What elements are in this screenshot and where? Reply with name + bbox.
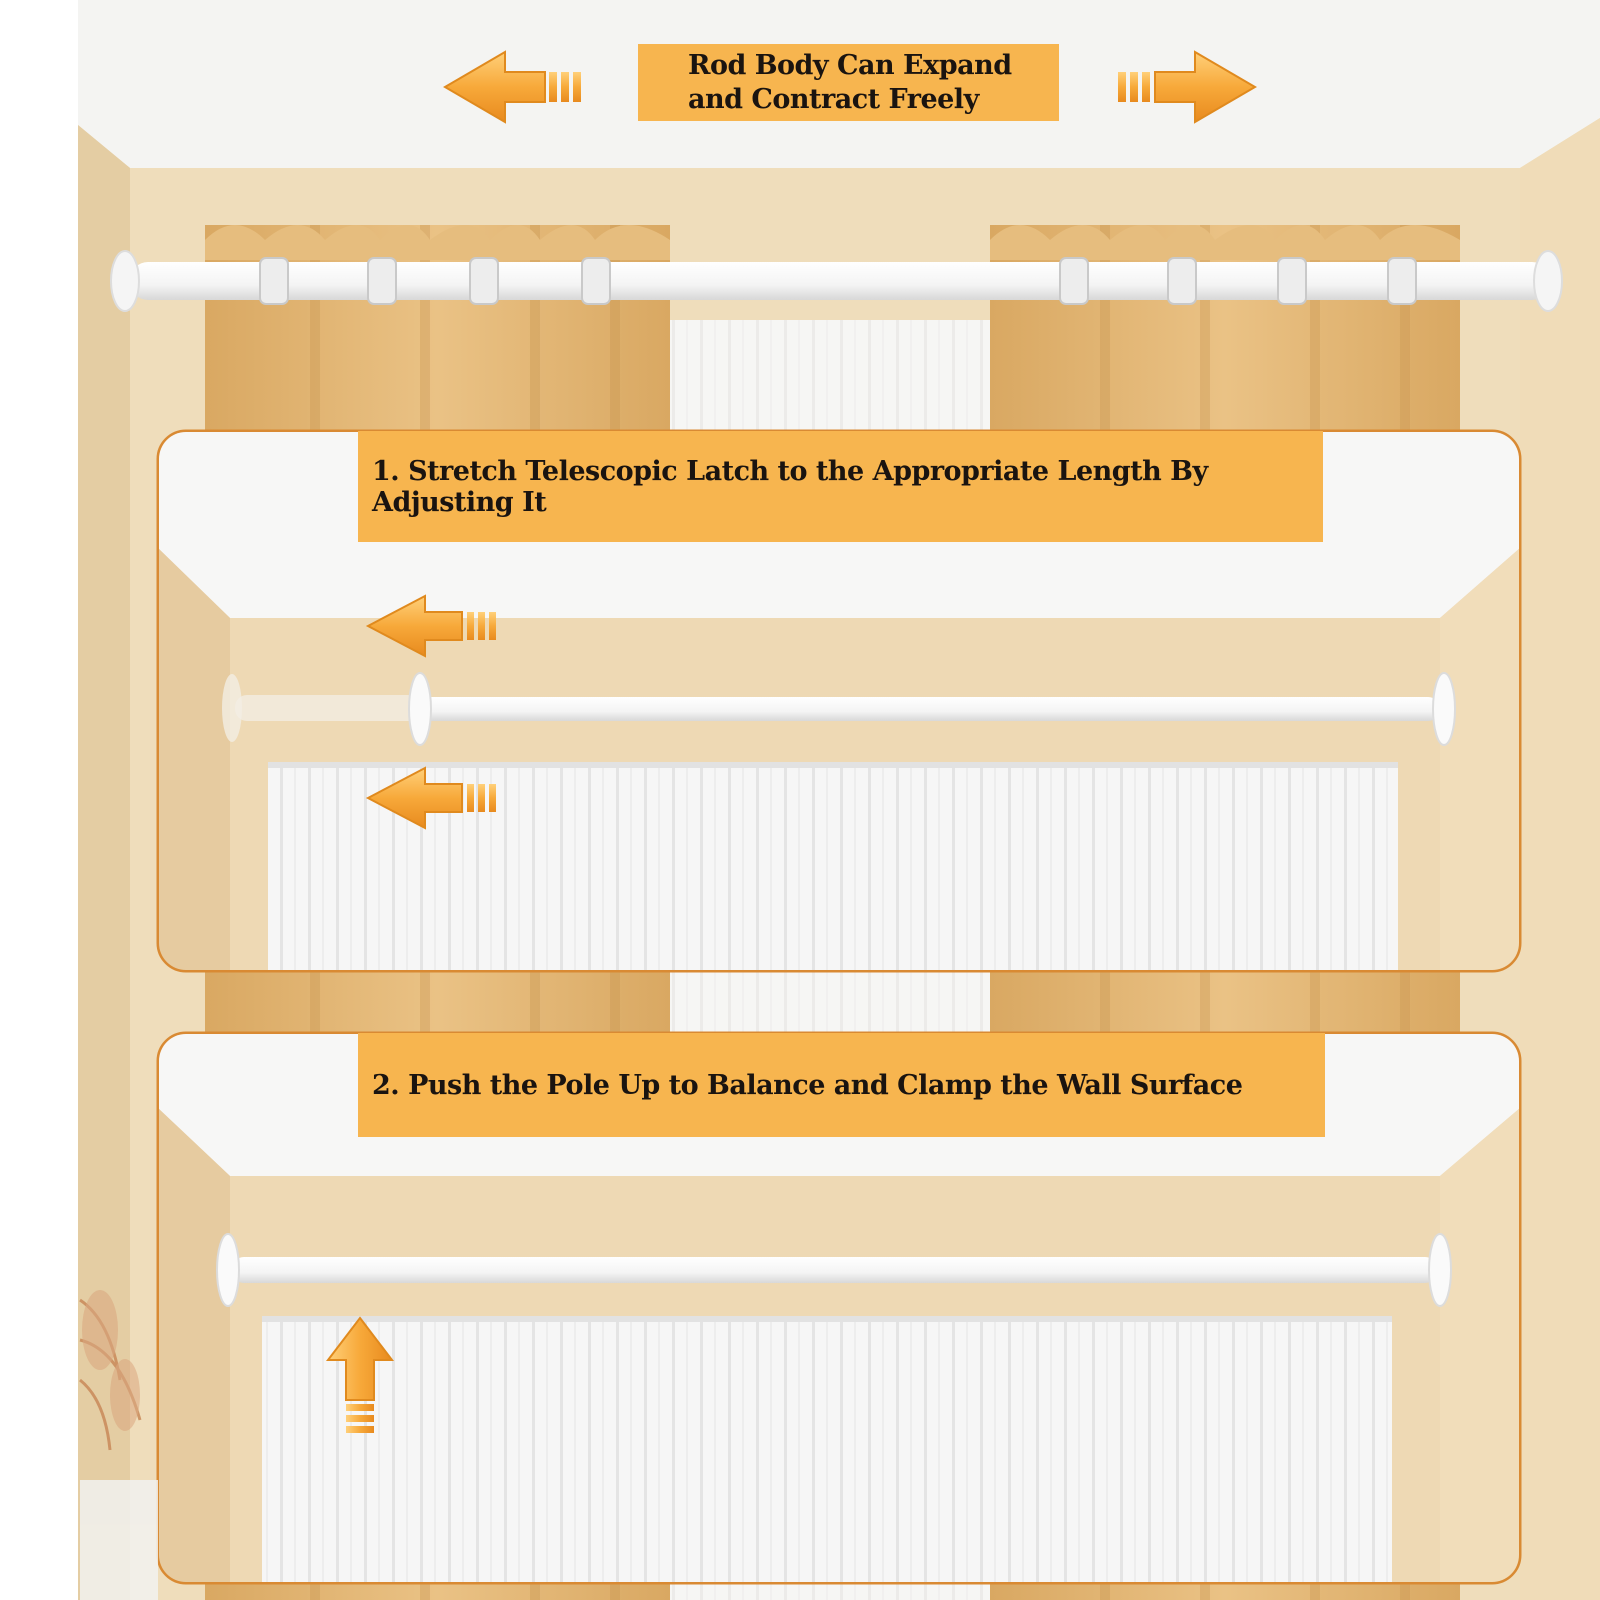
label-line-2: and Contract Freely [688, 83, 979, 115]
arrow-up-icon [325, 1316, 395, 1433]
arrow-left-icon [365, 766, 496, 830]
step2-label: 2. Push the Pole Up to Balance and Clamp… [358, 1033, 1325, 1137]
step1-label: 1. Stretch Telescopic Latch to the Appro… [358, 431, 1323, 542]
arrow-right-icon [1118, 50, 1257, 124]
label-line-1: Rod Body Can Expand [688, 49, 1012, 81]
arrow-left-icon [365, 594, 496, 658]
expand-contract-label: Rod Body Can Expand and Contract Freely [638, 44, 1059, 121]
plant-decoration [79, 1290, 158, 1600]
step2-panel [156, 1031, 1522, 1585]
arrow-left-icon [443, 50, 581, 124]
